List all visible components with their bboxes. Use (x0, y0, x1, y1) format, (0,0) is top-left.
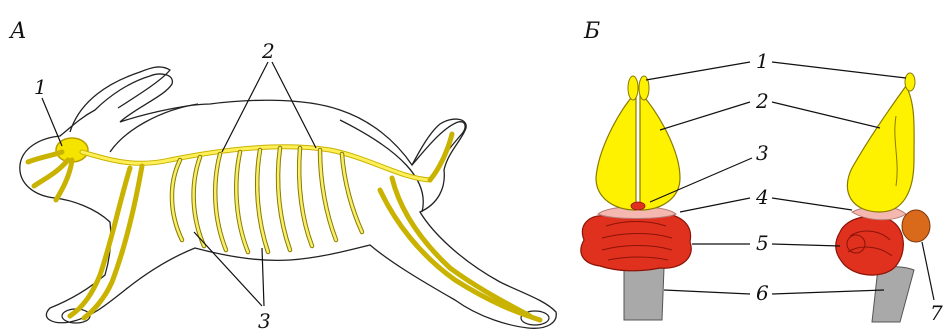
cerebral-hemisphere (847, 86, 914, 212)
cerebral-hemisphere-left (596, 92, 636, 210)
epiphysis (631, 202, 645, 210)
brain-label-5: 5 (756, 231, 769, 255)
rabbit-label-1: 1 (34, 75, 47, 99)
leader-line (664, 290, 750, 294)
brain-label-6: 6 (756, 281, 769, 305)
olfactory-bulb (628, 76, 638, 100)
brain-label-4: 4 (755, 185, 769, 209)
leader-line (772, 102, 880, 128)
brain-dorsal-view (581, 76, 691, 320)
cerebellum (836, 216, 904, 275)
leader-line (772, 198, 852, 210)
hind-leg-nerve (392, 178, 530, 316)
cranial-nerve (28, 152, 62, 162)
leader-line (194, 232, 262, 306)
rabbit-ear-inner-outline (110, 104, 198, 152)
panel-a-label: А (8, 19, 27, 44)
leader-line (680, 198, 750, 212)
leader-line (922, 242, 934, 300)
brain-lateral-view (836, 73, 930, 322)
intercostal-nerves (172, 148, 362, 252)
leader-line (772, 290, 884, 294)
leader-line (272, 62, 316, 148)
rabbit-label-2: 2 (261, 39, 275, 63)
leader-line (222, 62, 268, 152)
brain-label-2: 2 (755, 89, 769, 113)
rabbit-label-3: 3 (258, 309, 271, 333)
leader-line (262, 248, 264, 306)
leader-line (772, 244, 840, 246)
brain-label-1: 1 (756, 49, 769, 73)
intercostal-nerve (342, 154, 362, 232)
intercostal-nerve (320, 150, 336, 240)
brain-label-7: 7 (930, 301, 943, 325)
cerebellum (581, 212, 691, 271)
leader-line (660, 102, 750, 130)
olfactory-bulb (905, 73, 915, 91)
leader-line (646, 62, 750, 80)
brain-label-3: 3 (756, 141, 769, 165)
leader-line (772, 62, 906, 78)
medulla-oblongata (624, 268, 664, 320)
panel-b-label: Б (583, 19, 600, 44)
optic-lobe (902, 210, 930, 242)
